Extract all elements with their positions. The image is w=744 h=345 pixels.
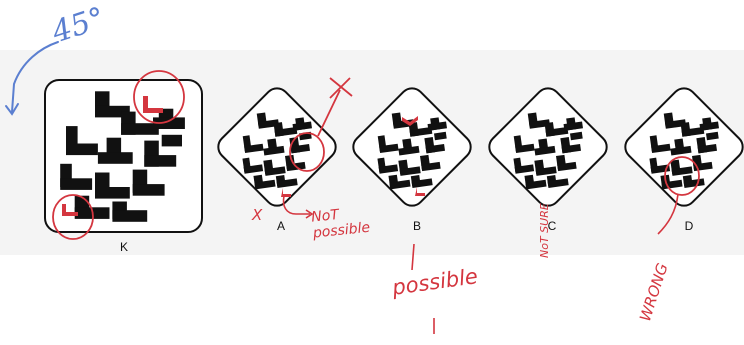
figure-a-marked-piece — [281, 188, 291, 197]
figure-b — [352, 87, 472, 207]
rotation-arrow — [11, 41, 59, 113]
arrow-a-note-head — [305, 209, 314, 219]
label-k: K — [119, 240, 128, 254]
figure-k-marked-piece — [143, 96, 163, 113]
figure-b-marked-piece-2 — [415, 187, 425, 196]
circle-k-top — [133, 70, 185, 124]
label-d: D — [684, 219, 694, 233]
c-not-sure-note: NoT SURE — [538, 203, 551, 258]
circle-k-bottom — [52, 194, 94, 240]
x-mark-a — [329, 77, 353, 99]
figure-k — [44, 79, 203, 233]
label-a: A — [276, 219, 285, 233]
rotation-arrowhead — [5, 103, 19, 116]
label-c: C — [547, 219, 557, 233]
label-b: B — [412, 219, 421, 233]
circle-a — [289, 132, 325, 172]
figure-d — [624, 87, 744, 207]
figure-a — [217, 87, 337, 207]
figure-c — [488, 87, 608, 207]
figure-b-marked-piece — [402, 116, 418, 126]
figure-k-marked-piece-2 — [62, 204, 78, 216]
line-d-note — [657, 193, 679, 235]
line-a-to-x — [317, 89, 341, 137]
line-b-note — [411, 243, 415, 271]
arrow-a-note — [282, 195, 310, 215]
circle-d — [664, 156, 700, 196]
a-x-note: X — [252, 206, 263, 224]
